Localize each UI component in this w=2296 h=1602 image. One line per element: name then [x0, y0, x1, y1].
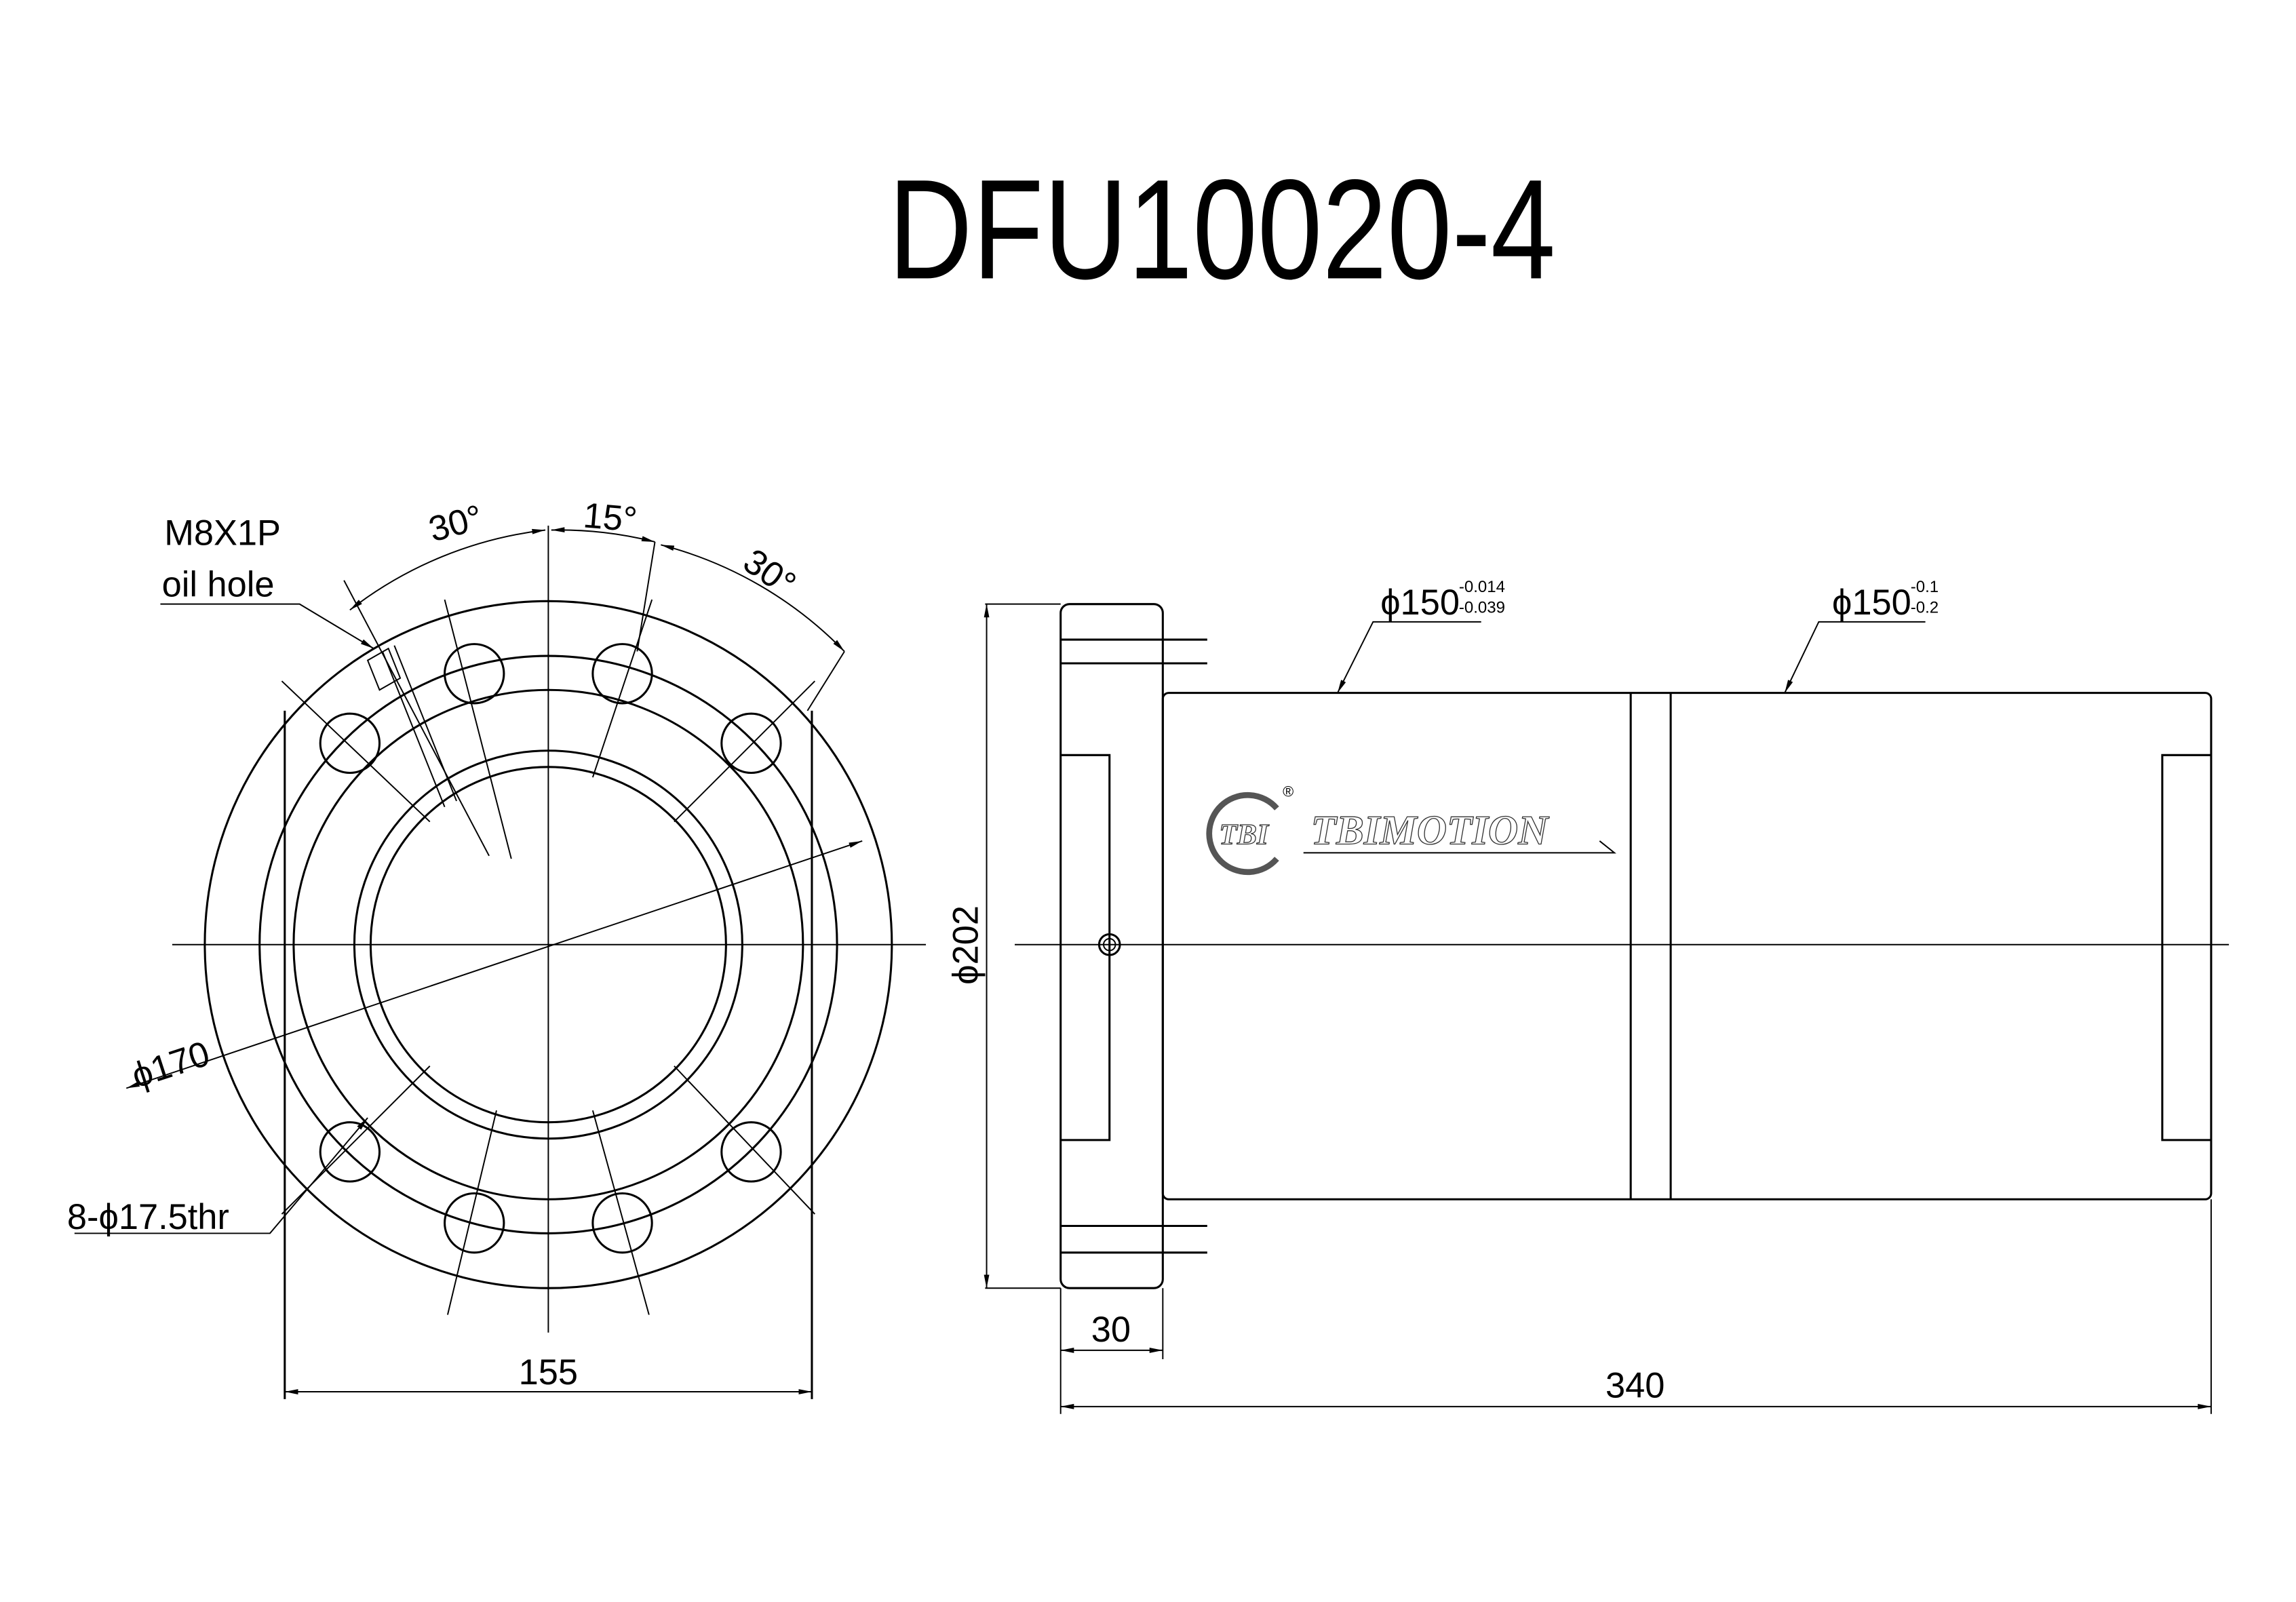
holes-label: 8-ϕ17.5thr: [67, 1198, 229, 1237]
flange-thickness-label: 30: [1091, 1310, 1131, 1350]
logo-brand: TBIMOTION: [1311, 808, 1550, 853]
bolt-hole: [591, 1192, 653, 1254]
body-diameter-label: ϕ150: [1832, 583, 1911, 623]
flat-width-label: 155: [519, 1353, 578, 1392]
bolt-hole: [319, 712, 381, 775]
pitch-diameter-label: ϕ170: [127, 1034, 214, 1096]
angle-left-label: 30°: [425, 498, 487, 550]
angle-right-label: 30°: [736, 541, 802, 604]
flange-diameter-label: ϕ202: [946, 905, 986, 985]
oil-hole-label: oil hole: [162, 566, 275, 605]
logo-registered-mark: ®: [1283, 783, 1293, 800]
front-view: M8X1P oil hole 30° 15° 30° ϕ170 8-ϕ17.5t…: [67, 496, 927, 1399]
bolt-hole: [591, 643, 653, 705]
thread-label: M8X1P: [164, 513, 281, 553]
logo-mark: TBI: [1219, 818, 1270, 851]
body-tolerance-lower: -0.2: [1911, 599, 1939, 617]
bolt-hole: [444, 1192, 505, 1254]
side-view: TBI ® TBIMOTION ϕ202 30 340 ϕ150 -0.014 …: [946, 578, 2230, 1414]
bolt-hole: [444, 643, 505, 705]
bolt-hole: [319, 1121, 381, 1183]
fit-tolerance-lower: -0.039: [1459, 599, 1505, 617]
angle-mid-label: 15°: [582, 496, 639, 540]
page-title: DFU10020-4: [889, 150, 1556, 309]
fit-tolerance-upper: -0.014: [1459, 578, 1505, 596]
bolt-hole: [720, 1121, 782, 1183]
tbi-logo: TBI ® TBIMOTION: [1206, 783, 1616, 876]
body-tolerance-upper: -0.1: [1911, 578, 1939, 596]
fit-diameter-label: ϕ150: [1380, 583, 1460, 623]
bolt-holes: [319, 643, 782, 1254]
total-length-label: 340: [1606, 1367, 1665, 1406]
bolt-hole: [720, 712, 782, 775]
